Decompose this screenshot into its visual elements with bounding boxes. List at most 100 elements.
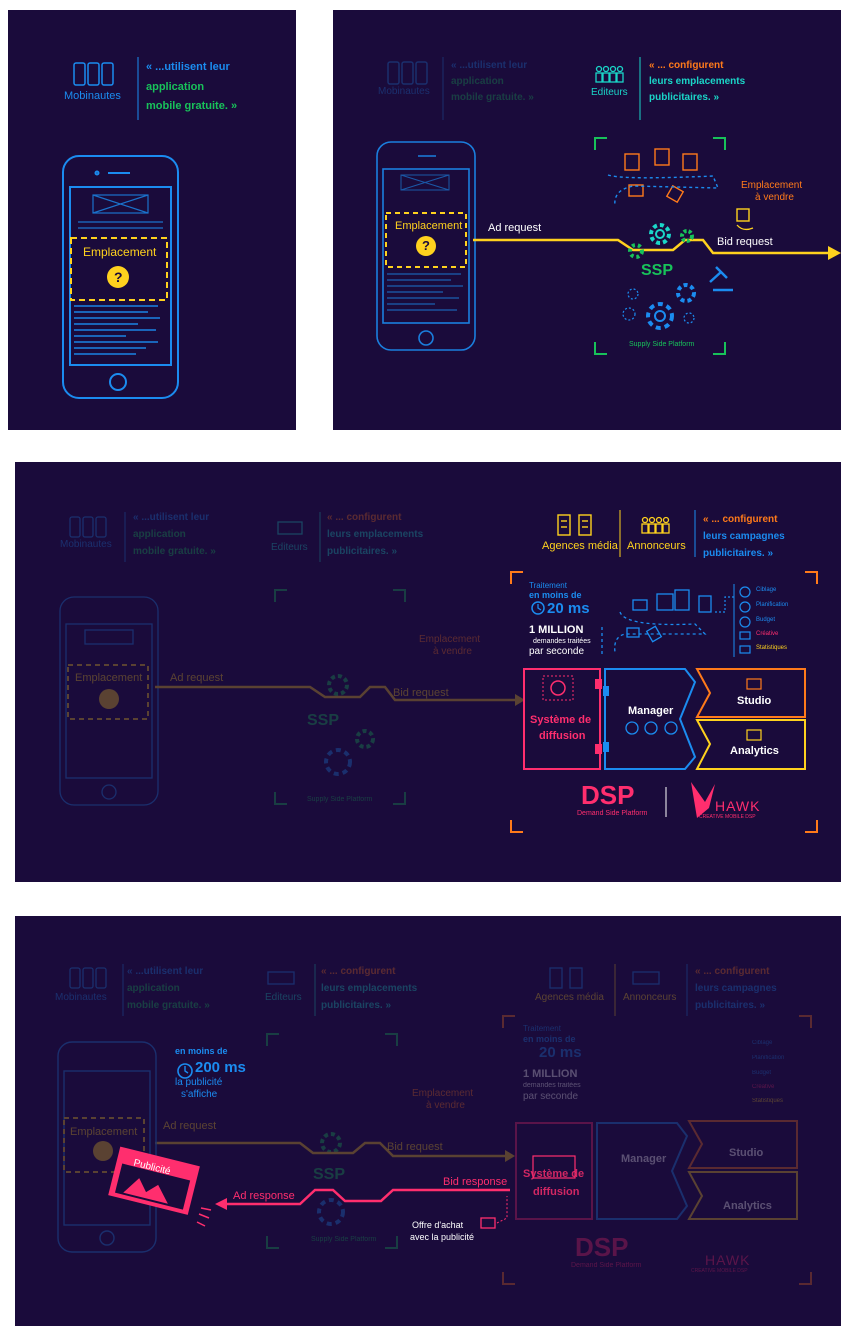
dsp-option-creative: Créative — [756, 631, 779, 637]
phone-slot-label: Emplacement — [395, 220, 463, 232]
dsp-option-budget: Budget — [752, 1070, 772, 1076]
dsp-label: DSP — [575, 1232, 629, 1262]
offer-line-1: Offre d'achat — [412, 1220, 464, 1230]
mobinautes-quote-1: « ...utilisent leur — [133, 512, 210, 523]
panel-mobinautes: Mobinautes « ...utilisent leur applicati… — [8, 10, 296, 430]
mobinautes-quote-1: « ...utilisent leur — [146, 61, 230, 73]
emplacement-a-vendre-1: Emplacement — [419, 634, 481, 645]
dsp-per-second: par seconde — [523, 1091, 579, 1102]
agences-icon — [557, 510, 696, 557]
annonceurs-quote-3: publicitaires. » — [703, 548, 774, 559]
ssp-subtitle: Supply Side Platform — [629, 341, 695, 348]
annonceurs-quote-3: publicitaires. » — [695, 1000, 766, 1011]
ssp-label: SSP — [307, 712, 340, 729]
mobinautes-quote-2: application — [133, 529, 186, 540]
emplacement-a-vendre-2: à vendre — [426, 1100, 465, 1111]
phone-icon — [376, 137, 841, 355]
result-line-4: s'affiche — [181, 1089, 218, 1100]
actor-icons-dim — [387, 57, 444, 120]
dsp-option-creative: Créative — [752, 1084, 775, 1090]
studio-label: Studio — [737, 695, 772, 707]
mobinautes-quote-2: application — [127, 983, 180, 994]
bid-request-label: Bid request — [387, 1141, 443, 1153]
panel-editeurs: Mobinautes « ...utilisent leur applicati… — [333, 10, 841, 430]
dsp-volume: 1 MILLION — [523, 1068, 578, 1080]
analytics-label: Analytics — [723, 1200, 772, 1212]
mobinautes-quote-3: mobile gratuite. » — [127, 1000, 210, 1011]
annonceurs-label: Annonceurs — [627, 540, 686, 552]
emplacement-a-vendre-2: à vendre — [755, 192, 794, 203]
agences-label: Agences média — [535, 992, 604, 1003]
editeurs-quote-1: « ... configurent — [649, 60, 724, 71]
phone-slot-symbol: ? — [422, 238, 430, 253]
studio-label: Studio — [729, 1147, 764, 1159]
bid-request-label: Bid request — [717, 236, 773, 248]
editeurs-quote-3: publicitaires. » — [649, 92, 720, 103]
bid-request-label: Bid request — [393, 687, 449, 699]
mobinautes-label: Mobinautes — [60, 539, 112, 550]
dsp-per-second: par seconde — [529, 646, 585, 657]
mobinautes-quote-1: « ...utilisent leur — [451, 60, 528, 71]
dsp-processing-2: en moins de — [523, 1034, 576, 1044]
editeurs-label: Editeurs — [591, 87, 628, 98]
editeurs-quote-3: publicitaires. » — [321, 1000, 392, 1011]
editeurs-quote-2: leurs emplacements — [649, 76, 746, 87]
response-flow — [108, 1063, 576, 1229]
dsp-option-planification: Planification — [756, 602, 789, 608]
editeurs-quote-1: « ... configurent — [327, 512, 402, 523]
ad-response-label: Ad response — [233, 1190, 295, 1202]
agences-label: Agences média — [542, 540, 618, 552]
editeurs-quote-2: leurs emplacements — [327, 529, 424, 540]
phone-slot-symbol: ? — [114, 269, 123, 285]
dsp-option-budget: Budget — [756, 617, 776, 623]
bid-response-label: Bid response — [443, 1176, 508, 1188]
systeme-diffusion-1: Système de — [523, 1168, 585, 1180]
emplacement-a-vendre-2: à vendre — [433, 646, 472, 657]
ssp-label: SSP — [313, 1166, 346, 1183]
mobinautes-icon — [73, 57, 139, 120]
result-line-1: en moins de — [175, 1046, 228, 1056]
hawk-label: HAWK — [715, 798, 761, 814]
dsp-processing-2: en moins de — [529, 590, 582, 600]
manager-label: Manager — [628, 705, 674, 717]
mobinautes-label: Mobinautes — [64, 90, 121, 102]
dsp-subtitle: Demand Side Platform — [577, 810, 648, 817]
systeme-diffusion-1: Système de — [530, 714, 592, 726]
phone-slot-label: Emplacement — [75, 672, 143, 684]
ssp-label: SSP — [641, 262, 674, 279]
panel-dsp: Mobinautes « ...utilisent leur applicati… — [15, 462, 841, 882]
emplacement-a-vendre-1: Emplacement — [412, 1088, 474, 1099]
annonceurs-quote-1: « ... configurent — [695, 966, 770, 977]
annonceurs-quote-1: « ... configurent — [703, 514, 778, 525]
ad-request-label: Ad request — [488, 222, 542, 234]
mobinautes-quote-1: « ...utilisent leur — [127, 966, 204, 977]
ad-request-label: Ad request — [163, 1120, 217, 1132]
systeme-diffusion-2: diffusion — [533, 1186, 580, 1198]
editeurs-icon — [595, 57, 641, 120]
ad-request-label: Ad request — [170, 672, 224, 684]
systeme-diffusion-2: diffusion — [539, 730, 586, 742]
dsp-processing-1: Traitement — [529, 581, 567, 590]
ssp-subtitle: Supply Side Platform — [307, 796, 373, 803]
offer-line-2: avec la publicité — [410, 1232, 475, 1242]
result-time: 200 ms — [195, 1059, 246, 1076]
dsp-volume: 1 MILLION — [529, 624, 584, 636]
annonceurs-label: Annonceurs — [623, 992, 677, 1003]
mobinautes-quote-3: mobile gratuite. » — [146, 100, 238, 112]
manager-label: Manager — [621, 1153, 667, 1165]
panel-full: Mobinautes « ...utilisent leur applicati… — [15, 916, 841, 1326]
dsp-processing-time: 20 ms — [539, 1044, 582, 1061]
dsp-frame — [510, 571, 818, 833]
hawk-subtitle: CREATIVE MOBILE DSP — [691, 1268, 748, 1274]
hawk-label: HAWK — [705, 1252, 751, 1268]
background-dim — [59, 512, 525, 806]
ssp-subtitle: Supply Side Platform — [311, 1236, 377, 1243]
dsp-volume-sub: demandes traitées — [533, 638, 591, 645]
dsp-option-ciblage: Ciblage — [756, 587, 777, 593]
dsp-label: DSP — [581, 780, 635, 810]
mobinautes-label: Mobinautes — [378, 86, 430, 97]
mobinautes-quote-3: mobile gratuite. » — [451, 92, 534, 103]
dsp-option-planification: Planification — [752, 1055, 785, 1061]
editeurs-quote-3: publicitaires. » — [327, 546, 398, 557]
dsp-processing-time: 20 ms — [547, 600, 590, 617]
